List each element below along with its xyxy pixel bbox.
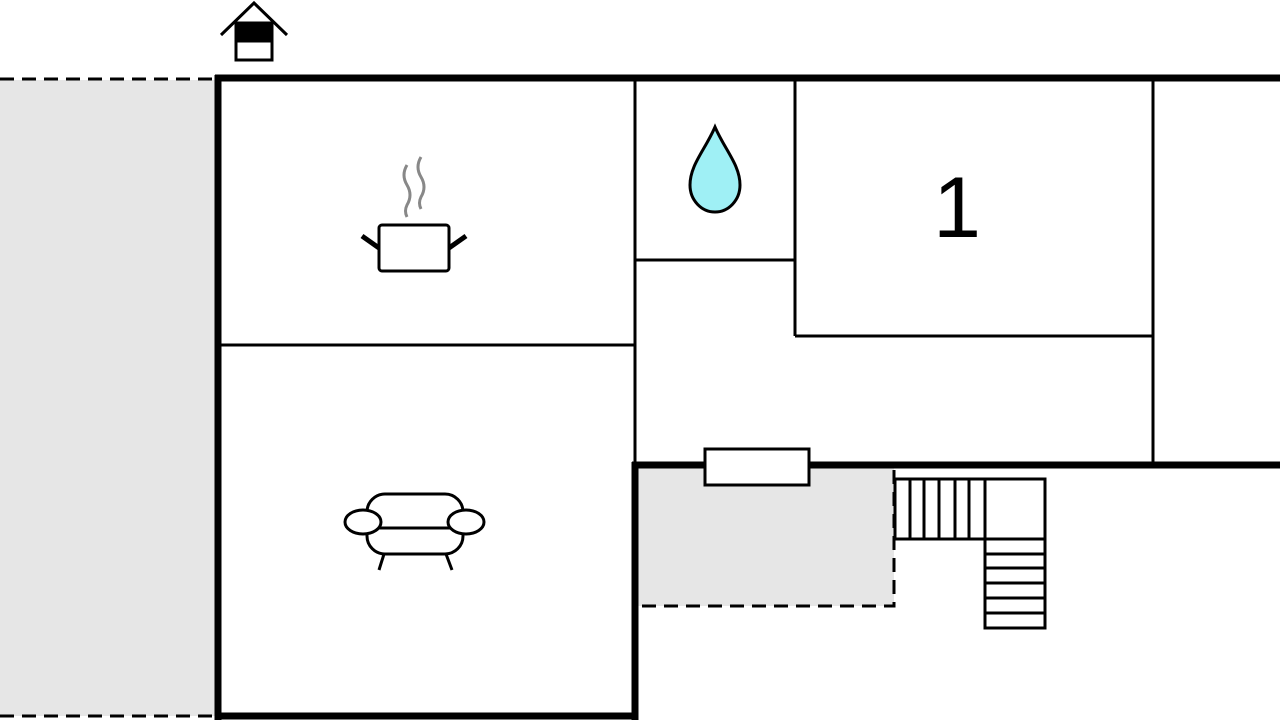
pot-icon <box>360 156 468 273</box>
terrace <box>638 468 894 606</box>
house-entrance-icon <box>219 0 289 62</box>
outdoor-area-left <box>0 80 216 716</box>
stairs-icon <box>893 477 1047 630</box>
sofa-icon <box>343 492 486 571</box>
window <box>703 447 811 487</box>
water-drop-icon <box>688 123 742 214</box>
bedroom-number: 1 <box>933 160 981 256</box>
interior-walls <box>218 78 1155 465</box>
exterior-walls <box>214 74 1280 720</box>
